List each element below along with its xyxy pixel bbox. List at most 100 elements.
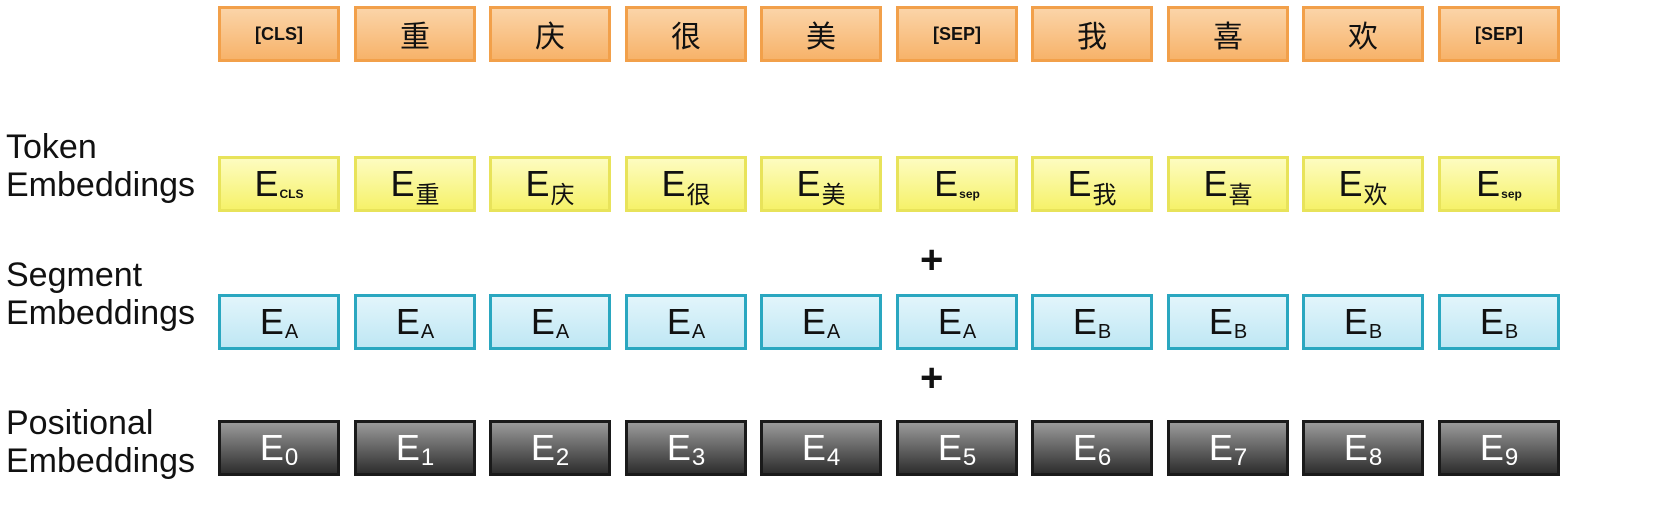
embedding-letter: E [1067, 163, 1092, 204]
embedding-subscript: 2 [555, 444, 570, 471]
embedding-subscript: A [962, 320, 977, 343]
embedding-letter: E [1208, 301, 1233, 342]
plus-sign-lower: + [920, 356, 944, 400]
segment-label-line2: Embeddings [6, 294, 196, 332]
embedding-letter: E [390, 163, 415, 204]
embedding-letter: E [796, 163, 821, 204]
embedding-letter: E [937, 427, 962, 468]
embedding-letter: E [1479, 427, 1504, 468]
embedding-subscript: 4 [826, 444, 841, 471]
token-text: 重 [400, 21, 430, 54]
embedding-subscript: A [555, 320, 570, 343]
embedding-subscript: 1 [420, 444, 435, 471]
token-box: 喜 [1167, 6, 1289, 62]
token-text: [SEP] [1474, 23, 1523, 44]
embedding-subscript: B [1504, 320, 1519, 343]
embedding-letter: E [1072, 427, 1097, 468]
token-label-line1: Token [6, 128, 97, 166]
segment-embeddings-label: Segment Embeddings [6, 256, 195, 332]
embedding-letter: E [254, 163, 279, 204]
token-text: 欢 [1348, 21, 1378, 54]
embedding-letter: E [1203, 163, 1228, 204]
embedding-subscript: sep [1501, 187, 1522, 201]
embedding-subscript: 欢 [1363, 181, 1388, 209]
embedding-letter: E [1479, 301, 1504, 342]
token-box: 欢 [1302, 6, 1424, 62]
embedding-subscript: 很 [686, 181, 711, 209]
embedding-letter: E [801, 301, 826, 342]
embedding-subscript: 重 [415, 181, 440, 209]
embedding-letter: E [259, 301, 284, 342]
embedding-letter: E [1476, 163, 1501, 204]
token-label-line2: Embeddings [6, 166, 196, 204]
token-text: [CLS] [255, 23, 303, 44]
positional-embeddings-label: Positional Embeddings [6, 404, 195, 480]
token-text: 美 [806, 21, 836, 54]
embedding-subscript: 美 [821, 181, 846, 209]
token-box: 很 [625, 6, 747, 62]
token-box: 美 [760, 6, 882, 62]
embedding-letter: E [1338, 163, 1363, 204]
embedding-letter: E [666, 301, 691, 342]
embedding-letter: E [937, 301, 962, 342]
embedding-letter: E [530, 301, 555, 342]
token-box: 重 [354, 6, 476, 62]
embedding-subscript: A [691, 320, 706, 343]
token-box: [SEP] [896, 6, 1018, 62]
token-text: [SEP] [932, 23, 981, 44]
embedding-subscript: 我 [1092, 181, 1117, 209]
embedding-letter: E [259, 427, 284, 468]
token-box: [CLS] [218, 6, 340, 62]
embedding-letter: E [801, 427, 826, 468]
embedding-letter: E [395, 427, 420, 468]
embedding-subscript: B [1097, 320, 1112, 343]
token-text: 很 [671, 21, 701, 54]
token-text: 喜 [1213, 21, 1243, 54]
embedding-letter: E [1208, 427, 1233, 468]
segment-label-line1: Segment [6, 256, 143, 294]
plus-sign-upper: + [920, 238, 944, 282]
embedding-subscript: B [1233, 320, 1248, 343]
token-box: [SEP] [1438, 6, 1560, 62]
embedding-subscript: 0 [284, 444, 299, 471]
token-embeddings-label: Token Embeddings [6, 128, 195, 204]
embedding-subscript: 6 [1097, 444, 1112, 471]
embedding-subscript: B [1368, 320, 1383, 343]
embedding-letter: E [1072, 301, 1097, 342]
embedding-letter: E [661, 163, 686, 204]
embedding-subscript: A [420, 320, 435, 343]
embedding-subscript: CLS [279, 187, 304, 201]
positional-label-line1: Positional [6, 404, 154, 442]
embedding-letter: E [666, 427, 691, 468]
embedding-subscript: 喜 [1228, 181, 1253, 209]
embedding-subscript: 庆 [550, 181, 575, 209]
embedding-letter: E [395, 301, 420, 342]
embedding-letter: E [530, 427, 555, 468]
